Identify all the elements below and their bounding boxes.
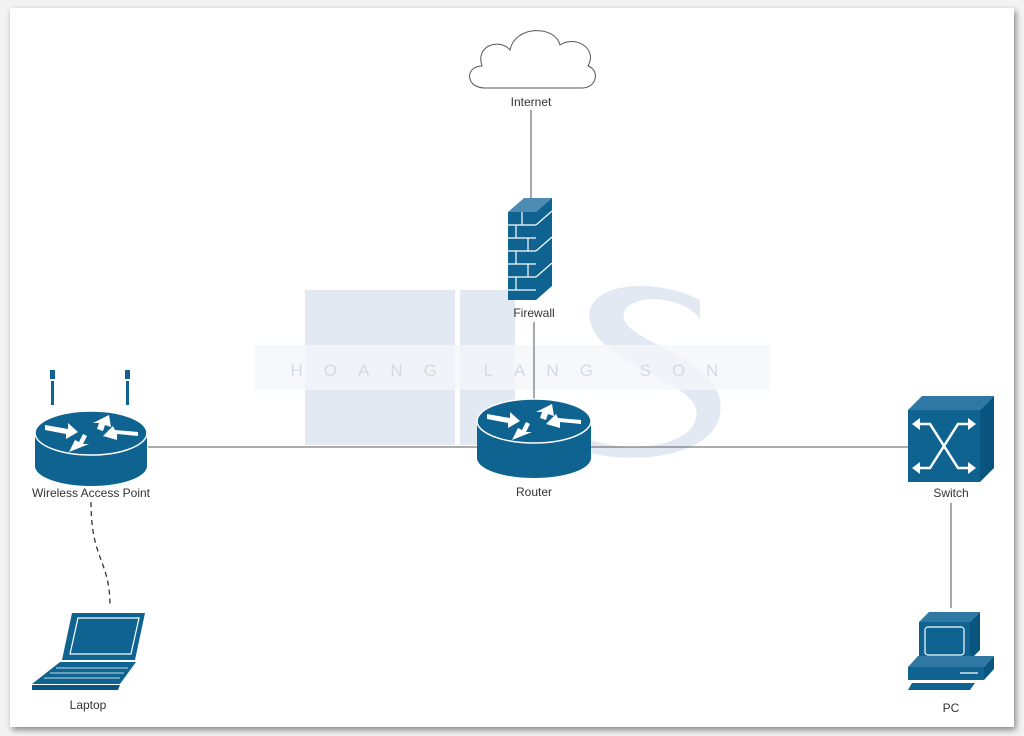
cloud-icon[interactable] (469, 30, 596, 89)
firewall-label: Firewall (513, 306, 554, 320)
switch-label: Switch (933, 486, 968, 500)
router-icon[interactable] (476, 398, 592, 478)
laptop-label: Laptop (70, 698, 107, 712)
internet-label: Internet (511, 95, 552, 109)
pc-label: PC (943, 701, 960, 715)
watermark-text: HOANG LANG SON (291, 361, 740, 380)
laptop-icon[interactable] (32, 613, 145, 690)
router-label: Router (516, 485, 552, 499)
pc-icon[interactable] (908, 612, 994, 690)
wireless-router-icon[interactable] (34, 370, 148, 486)
firewall-icon[interactable] (508, 198, 553, 300)
link-wap-laptop-wireless (90, 501, 111, 607)
watermark-logo (255, 285, 770, 458)
wap-label: Wireless Access Point (32, 486, 151, 500)
switch-icon[interactable] (908, 396, 994, 482)
